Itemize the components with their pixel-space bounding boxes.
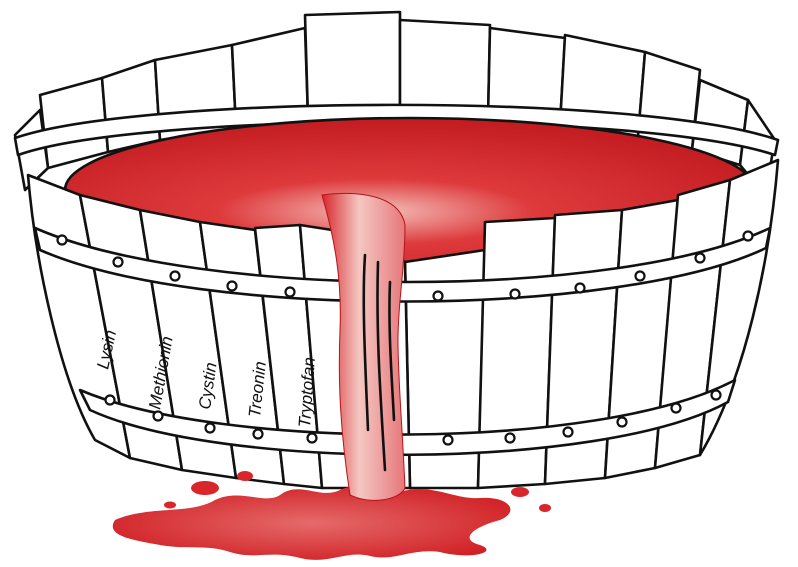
leaky-barrel-diagram: Lysin Methionin Cystin Treonin Tryptofan — [0, 0, 798, 567]
barrel-illustration: Lysin Methionin Cystin Treonin Tryptofan — [0, 0, 798, 567]
